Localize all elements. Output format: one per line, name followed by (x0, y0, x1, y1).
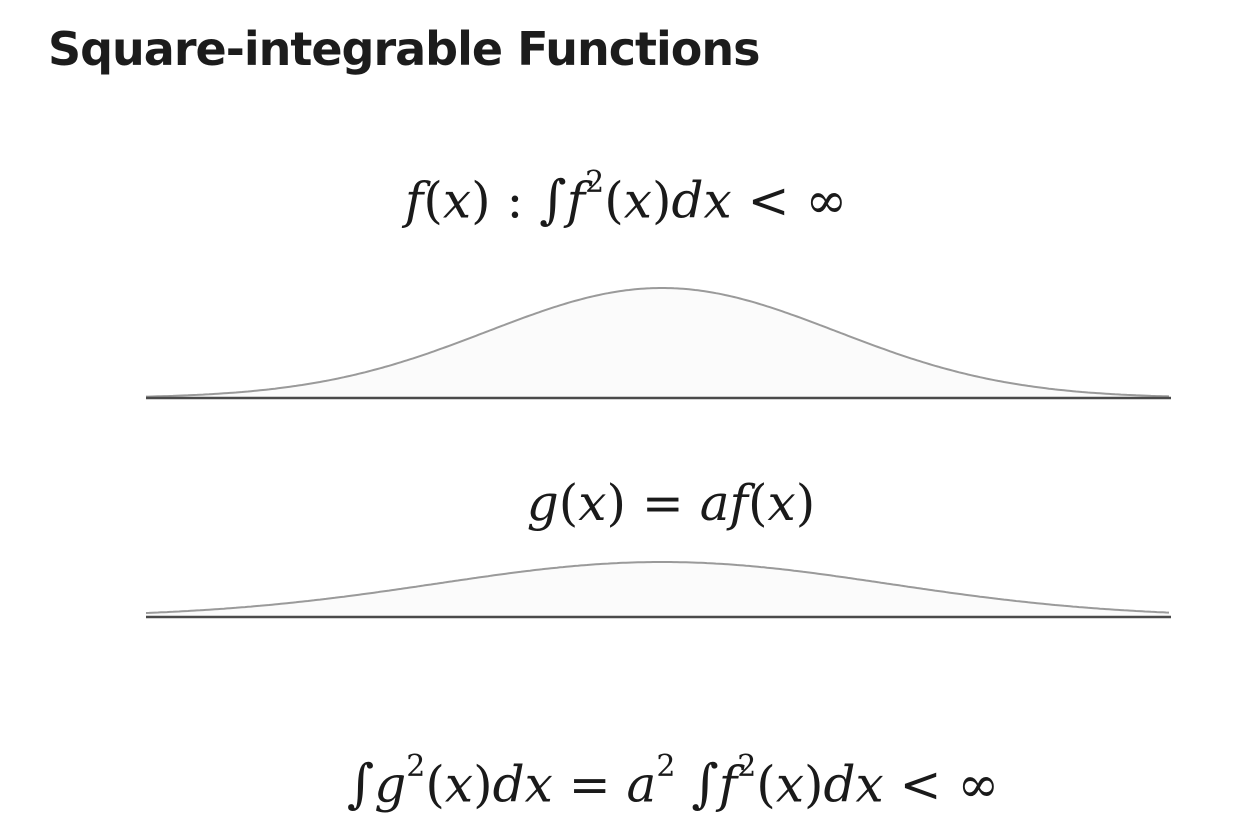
f-plot (146, 287, 1171, 400)
integral-symbol: ∫ (539, 169, 567, 231)
integral-symbol: ∫ (346, 753, 375, 815)
f-symbol: f (566, 171, 586, 230)
less-than-symbol: < (747, 171, 790, 230)
g-symbol: g (526, 474, 559, 532)
colon-symbol: : (506, 171, 524, 230)
f-symbol: f (729, 474, 749, 532)
a-constant: a (699, 474, 730, 532)
f-definition-equation: f(x) : ∫f2(x)dx < ∞ (404, 165, 848, 231)
infinity-symbol: ∞ (805, 171, 848, 230)
g-curve (145, 561, 1170, 614)
exponent: 2 (406, 749, 426, 784)
integral-symbol: ∫ (691, 753, 719, 815)
f-symbol: f (404, 171, 424, 230)
a-constant: a (626, 755, 657, 814)
exponent: 2 (737, 749, 757, 784)
x-variable: x (578, 474, 607, 532)
g-plot (145, 561, 1171, 619)
f-curve (146, 287, 1170, 398)
g-definition-equation: g(x) = af(x) (526, 474, 816, 532)
f-symbol: f (718, 755, 738, 814)
exponent: 2 (656, 749, 676, 784)
infinity-symbol: ∞ (957, 755, 1000, 814)
less-than-symbol: < (899, 755, 942, 814)
x-variable: x (444, 755, 474, 814)
x-variable: x (442, 171, 472, 230)
x-variable: x (767, 474, 796, 532)
scaled-integral-equation: ∫g2(x)dx = a2 ∫f2(x)dx < ∞ (346, 749, 1000, 815)
differential: dx (492, 755, 553, 814)
g-area-fill (146, 562, 1171, 617)
differential: dx (671, 171, 732, 230)
x-variable: x (623, 171, 652, 230)
equals-symbol: = (641, 474, 684, 532)
f-area-fill (146, 288, 1171, 398)
slide-title: Square-integrable Functions (48, 22, 760, 76)
exponent: 2 (585, 165, 605, 200)
equals-symbol: = (568, 755, 611, 814)
differential: dx (823, 755, 884, 814)
x-variable: x (775, 755, 805, 814)
g-symbol: g (374, 755, 407, 814)
